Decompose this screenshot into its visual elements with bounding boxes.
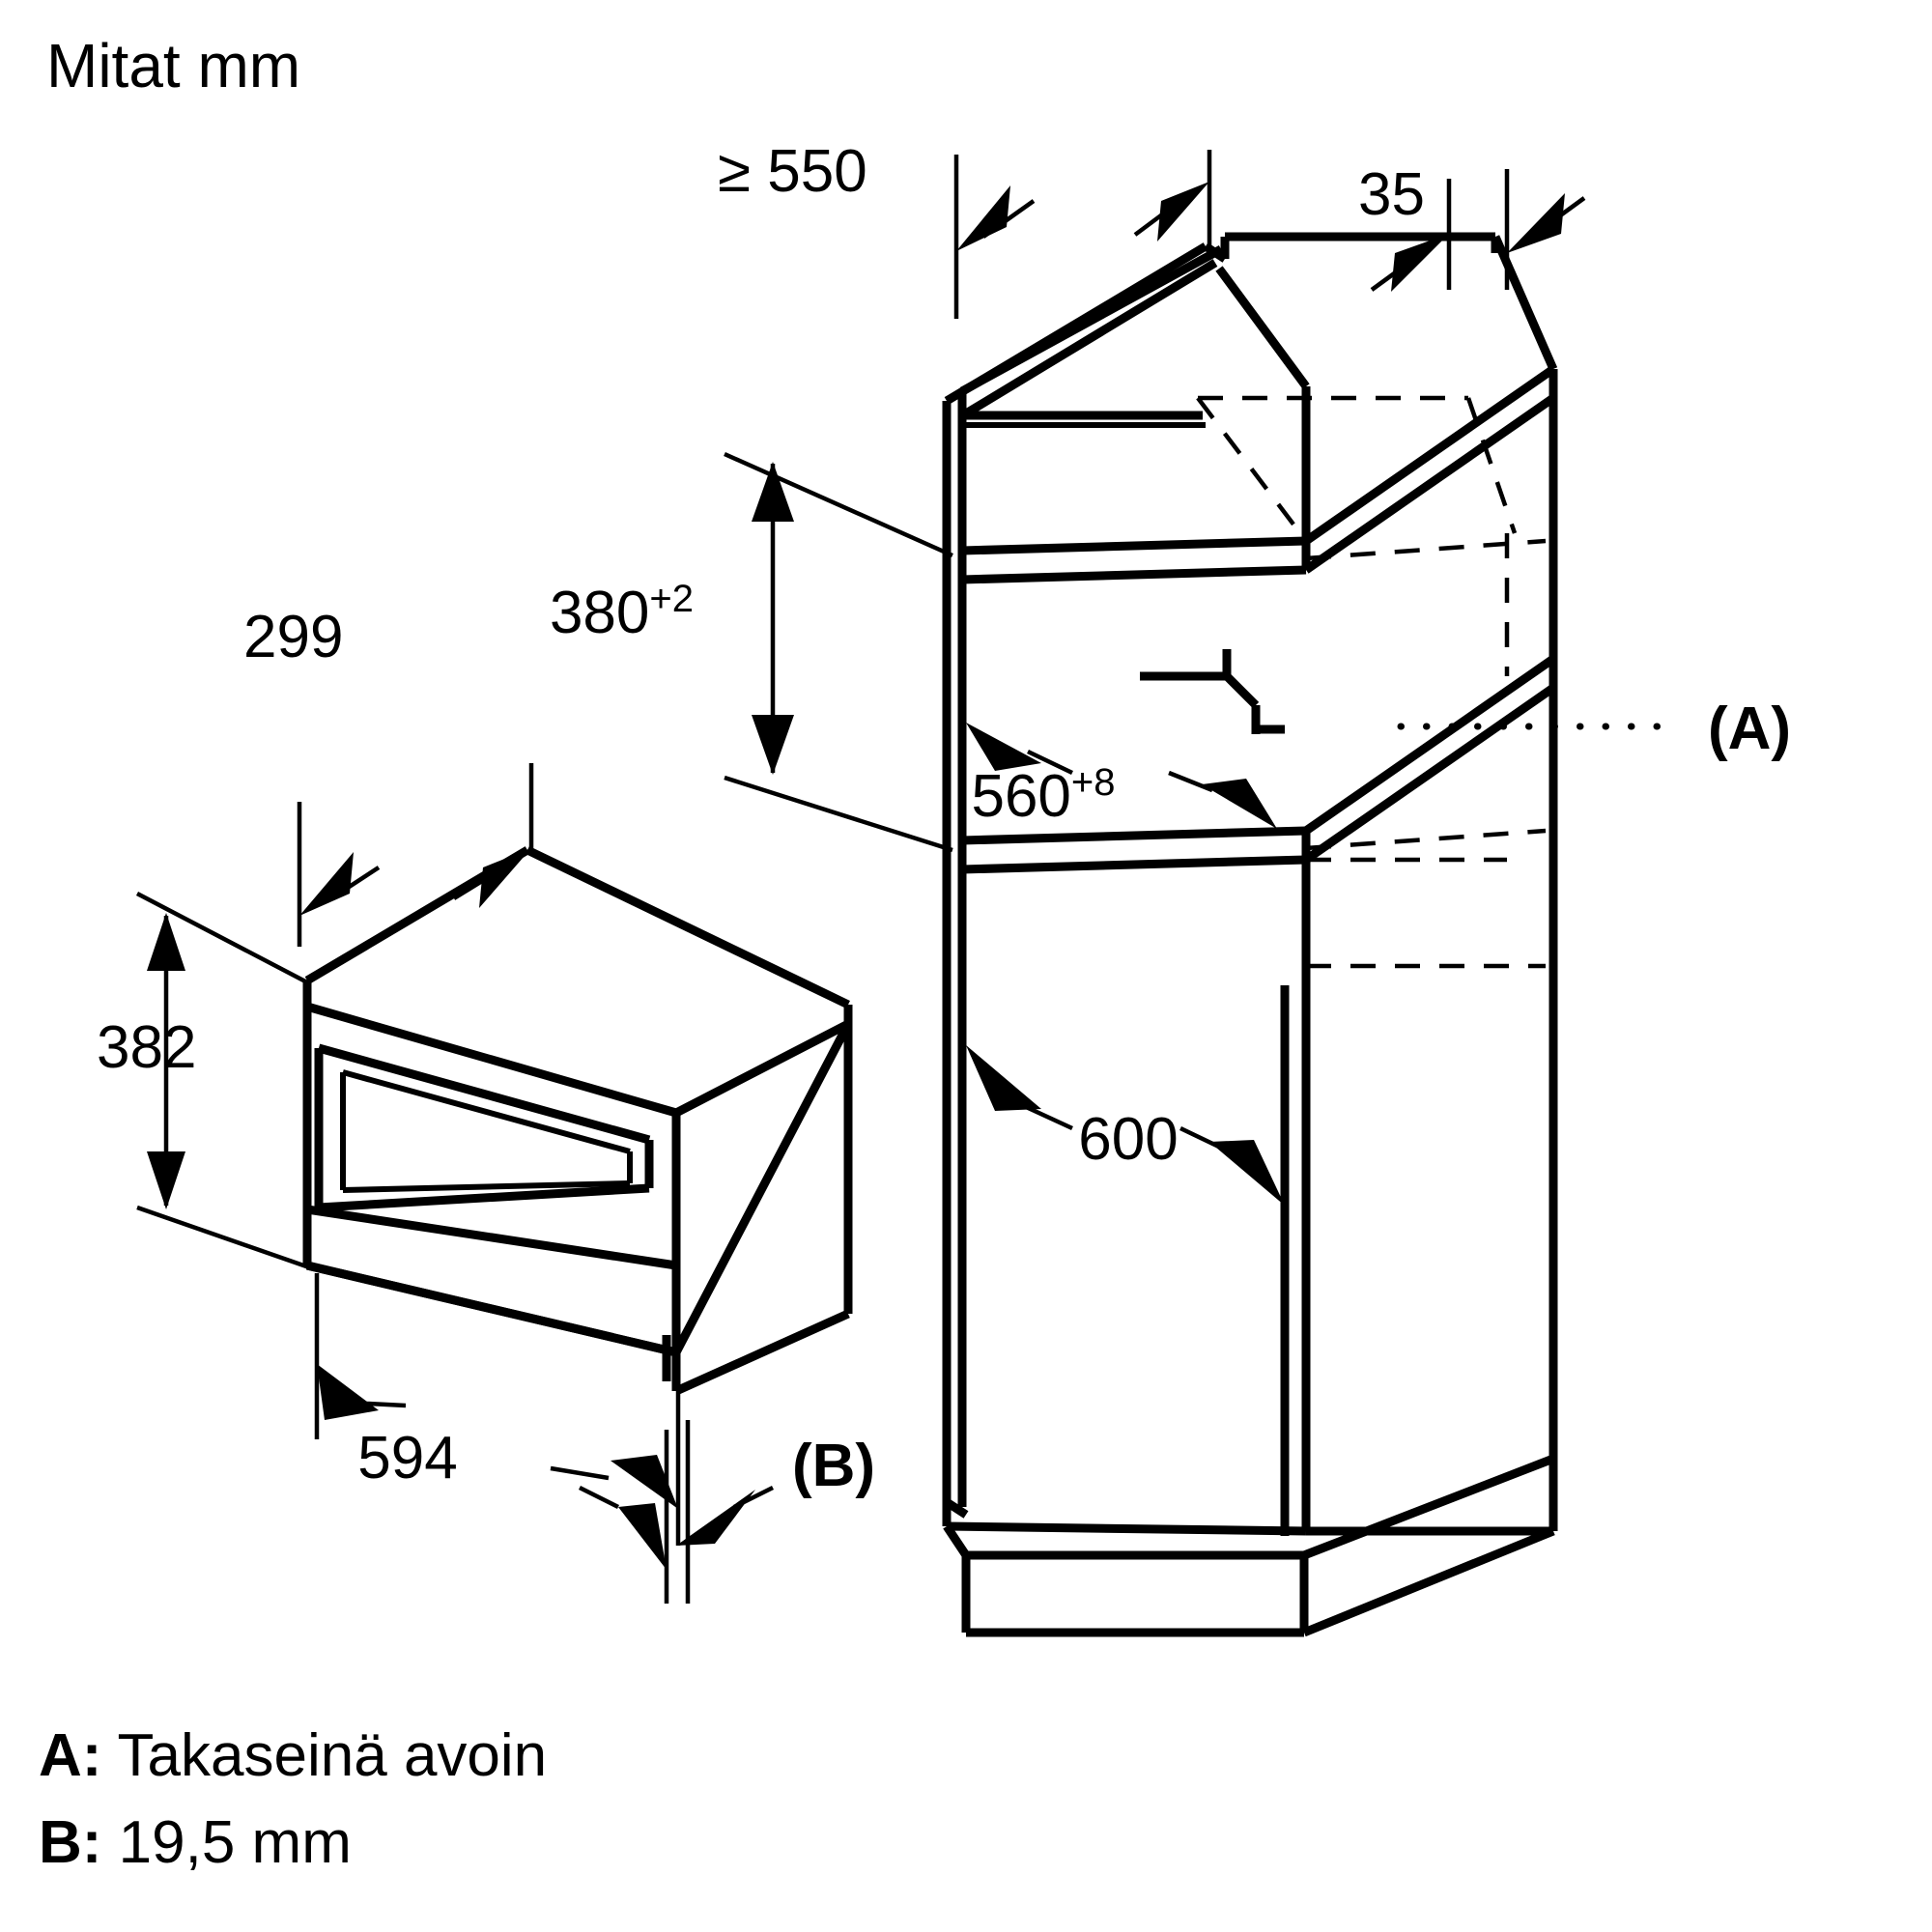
dim-niche-height: 380+2: [550, 451, 953, 853]
legend-row-b: B: 19,5 mm: [39, 1809, 352, 1876]
dim-niche-width-label: 560+8: [971, 761, 1115, 830]
callout-a: (A): [1397, 696, 1791, 762]
dim-appliance-width-label: 594: [357, 1425, 457, 1492]
dim-niche-height-label: 380+2: [550, 578, 694, 646]
legend-row-a: A: Takaseinä avoin: [39, 1722, 547, 1789]
dim-cabinet-depth-label: ≥ 550: [718, 138, 867, 205]
dim-appliance-depth: 299: [243, 604, 534, 947]
legend: A: Takaseinä avoin B: 19,5 mm: [39, 1722, 547, 1876]
dim-cabinet-top-offset: 35: [1358, 161, 1586, 292]
dim-appliance-depth-label: 299: [243, 604, 343, 670]
callout-a-label: (A): [1708, 696, 1791, 762]
dim-cabinet-width-label: 600: [1078, 1106, 1178, 1173]
dim-appliance-width: 594: [314, 1273, 681, 1546]
dim-cabinet-depth: ≥ 550: [718, 138, 1212, 319]
page-title: Mitat mm: [46, 31, 300, 100]
dim-appliance-height: 382: [97, 892, 311, 1270]
dim-appliance-height-label: 382: [97, 1014, 196, 1081]
appliance-isometric: [302, 845, 853, 1396]
dim-cabinet-top-offset-label: 35: [1358, 161, 1425, 228]
callout-b: (B): [578, 1420, 875, 1604]
dim-cabinet-width: 600: [966, 1045, 1285, 1206]
callout-b-label: (B): [792, 1433, 875, 1499]
cabinet-isometric: [942, 232, 1558, 1637]
dim-niche-width: 560+8: [966, 723, 1277, 830]
